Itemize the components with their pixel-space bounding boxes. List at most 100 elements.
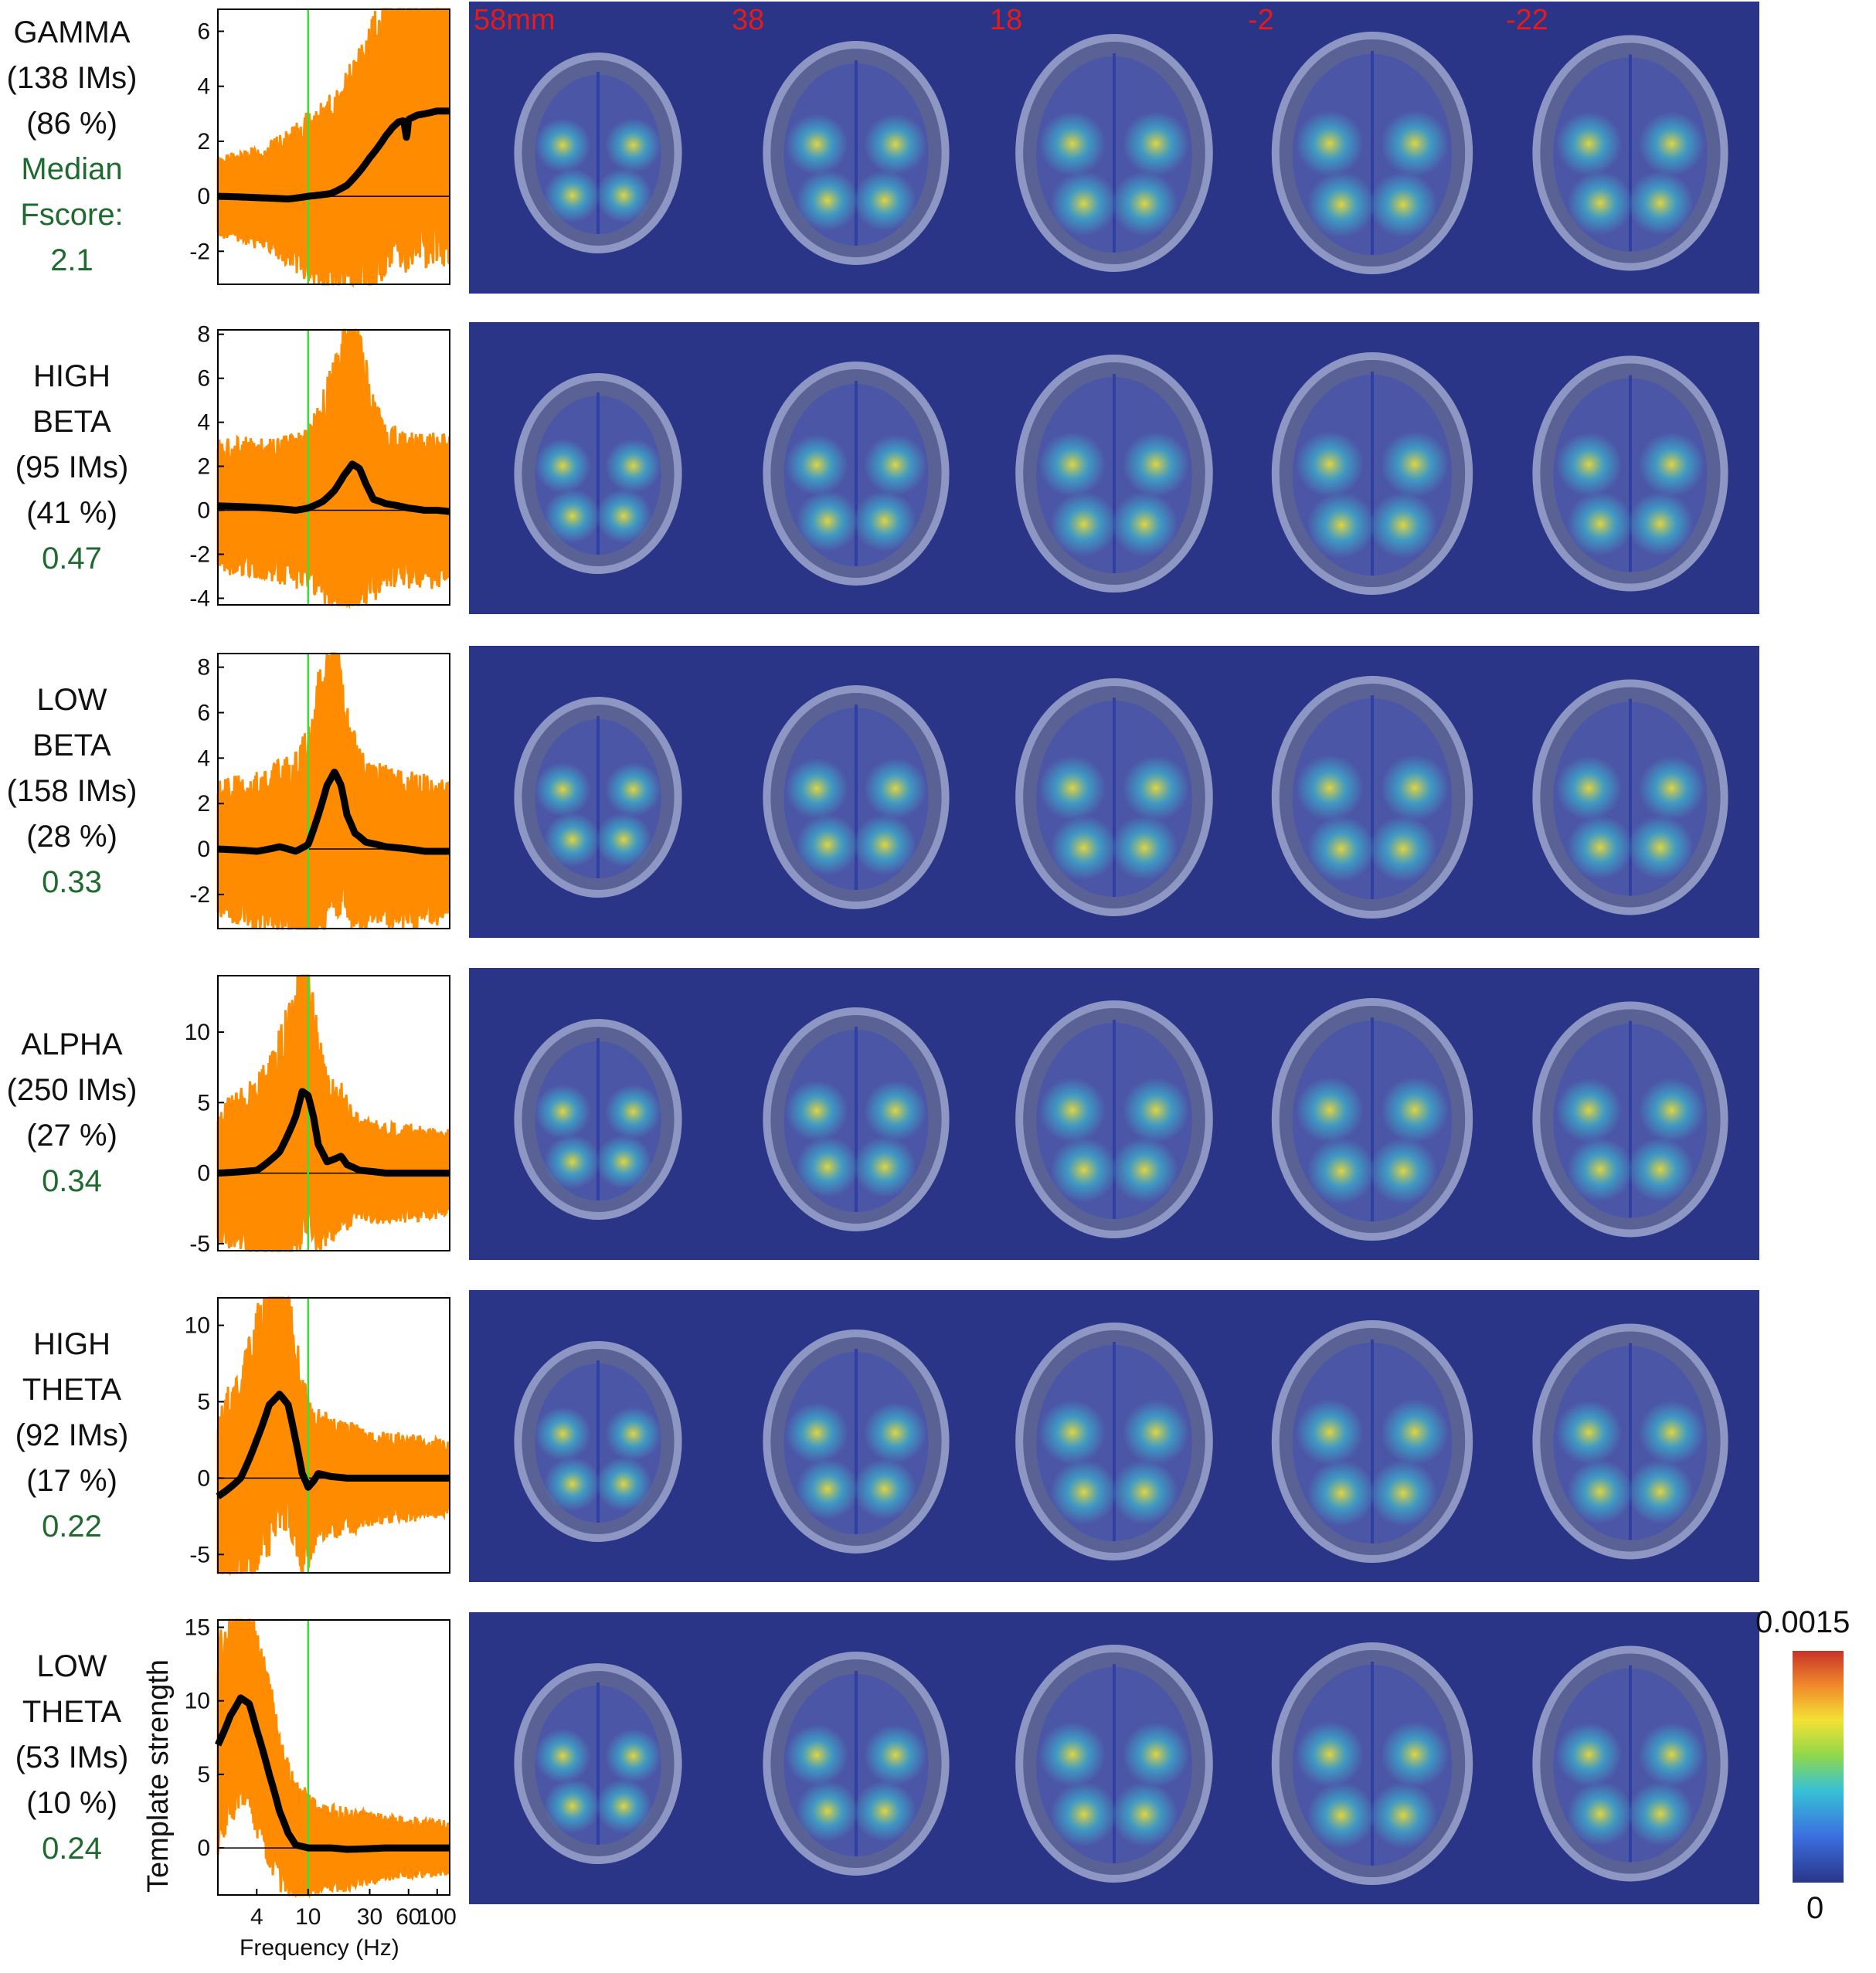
y-tick-label: 6 bbox=[197, 19, 210, 44]
y-tick-label: -5 bbox=[189, 1231, 210, 1257]
activation-blob bbox=[1555, 111, 1623, 176]
activation-blob bbox=[605, 439, 661, 493]
fscore-value: 0.47 bbox=[42, 541, 102, 576]
activation-blob bbox=[1567, 171, 1633, 236]
brain-slice bbox=[1243, 1612, 1501, 1904]
brain-slice bbox=[469, 1290, 727, 1582]
activation-blob bbox=[595, 1135, 652, 1189]
activation-blob bbox=[535, 762, 591, 817]
ims-count: (250 IMs) bbox=[6, 1073, 138, 1107]
brain-slice bbox=[1501, 646, 1759, 938]
brain-slice bbox=[727, 968, 985, 1260]
activation-blob bbox=[535, 439, 591, 493]
activation-blob bbox=[796, 1459, 859, 1520]
plot-frame bbox=[217, 1297, 450, 1574]
activation-blob bbox=[853, 1781, 916, 1842]
x-tick-label: 100 bbox=[418, 1904, 457, 1930]
activation-blob bbox=[864, 434, 927, 495]
y-tick-label: 8 bbox=[197, 655, 210, 681]
y-tick-label: -2 bbox=[189, 239, 210, 264]
activation-blob bbox=[1111, 491, 1178, 557]
activation-blob bbox=[1050, 1781, 1117, 1847]
activation-blob bbox=[1050, 491, 1117, 557]
colorbar bbox=[1793, 1651, 1844, 1883]
plot-frame bbox=[217, 8, 450, 285]
activation-blob bbox=[1038, 1722, 1106, 1787]
y-tick-label: 10 bbox=[185, 1020, 210, 1045]
x-axis-title: Frequency (Hz) bbox=[240, 1935, 399, 1961]
fscore-value: 2.1 bbox=[50, 243, 93, 277]
y-tick-label: 0 bbox=[197, 1161, 210, 1187]
activation-blob bbox=[1050, 1137, 1117, 1203]
activation-blob bbox=[1123, 1722, 1190, 1787]
slice-depth-label: -22 bbox=[1506, 4, 1548, 36]
spectra-band bbox=[216, 1296, 450, 1576]
activation-blob bbox=[1038, 111, 1106, 176]
y-tick-label: 2 bbox=[197, 129, 210, 155]
activation-blob bbox=[595, 1779, 652, 1833]
activation-blob bbox=[796, 170, 859, 231]
ims-count: (138 IMs) bbox=[6, 61, 138, 95]
y-tick-label: 4 bbox=[197, 410, 210, 436]
activation-blob bbox=[796, 1781, 859, 1842]
activation-blob bbox=[1307, 1138, 1375, 1204]
activation-blob bbox=[853, 1136, 916, 1197]
activation-blob bbox=[1638, 1722, 1705, 1787]
plot-frame bbox=[217, 1619, 450, 1896]
fscore-value: 0.22 bbox=[42, 1509, 102, 1543]
brain-slice: 18 bbox=[985, 2, 1243, 294]
activation-blob bbox=[595, 489, 652, 543]
template-curve bbox=[214, 1694, 453, 1853]
slice-depth-label: 18 bbox=[990, 4, 1023, 36]
activation-blob bbox=[535, 1085, 591, 1139]
activation-blob bbox=[864, 114, 927, 175]
plot-frame bbox=[217, 653, 450, 929]
brain-slice bbox=[727, 1612, 985, 1904]
y-tick-label: 0 bbox=[197, 1835, 210, 1861]
brain-slice bbox=[1243, 968, 1501, 1260]
activation-blob bbox=[1307, 1782, 1375, 1849]
activation-blob bbox=[1123, 756, 1190, 820]
activation-blob bbox=[1627, 171, 1694, 236]
activation-blob bbox=[1307, 171, 1375, 238]
activation-blob bbox=[853, 170, 916, 231]
template-curve bbox=[215, 107, 453, 203]
y-tick-label: 15 bbox=[185, 1615, 210, 1641]
activation-blob bbox=[535, 118, 591, 172]
activation-blob bbox=[605, 118, 661, 172]
y-tick-label: -2 bbox=[189, 542, 210, 567]
activation-blob bbox=[544, 1779, 601, 1833]
activation-blob bbox=[605, 1729, 661, 1783]
activation-blob bbox=[1123, 432, 1190, 497]
brain-slice: -2 bbox=[1243, 2, 1501, 294]
colorbar-min-label: 0 bbox=[1806, 1891, 1824, 1925]
activation-blob bbox=[605, 1407, 661, 1461]
y-tick-label: 2 bbox=[197, 791, 210, 817]
activation-blob bbox=[1111, 1459, 1178, 1525]
spectra-band bbox=[216, 1618, 450, 1899]
activation-blob bbox=[1638, 756, 1705, 820]
activation-blob bbox=[1381, 1077, 1449, 1143]
activation-blob bbox=[1050, 171, 1117, 236]
activation-blob bbox=[1627, 1459, 1694, 1524]
percentage: (28 %) bbox=[26, 819, 117, 854]
activation-blob bbox=[1638, 1078, 1705, 1143]
activation-blob bbox=[1567, 491, 1633, 556]
band-name: GAMMA bbox=[13, 15, 131, 49]
y-tick-label: 0 bbox=[197, 837, 210, 862]
y-tick-label: 10 bbox=[185, 1313, 210, 1339]
activation-blob bbox=[1307, 492, 1375, 559]
brain-slice bbox=[469, 968, 727, 1260]
ims-count: (158 IMs) bbox=[6, 773, 138, 808]
ims-count: (95 IMs) bbox=[15, 450, 129, 484]
brain-slice bbox=[727, 1290, 985, 1582]
activation-blob bbox=[1296, 110, 1364, 177]
activation-blob bbox=[785, 434, 848, 495]
ims-count: (53 IMs) bbox=[15, 1740, 129, 1774]
y-tick-label: 5 bbox=[197, 1090, 210, 1116]
